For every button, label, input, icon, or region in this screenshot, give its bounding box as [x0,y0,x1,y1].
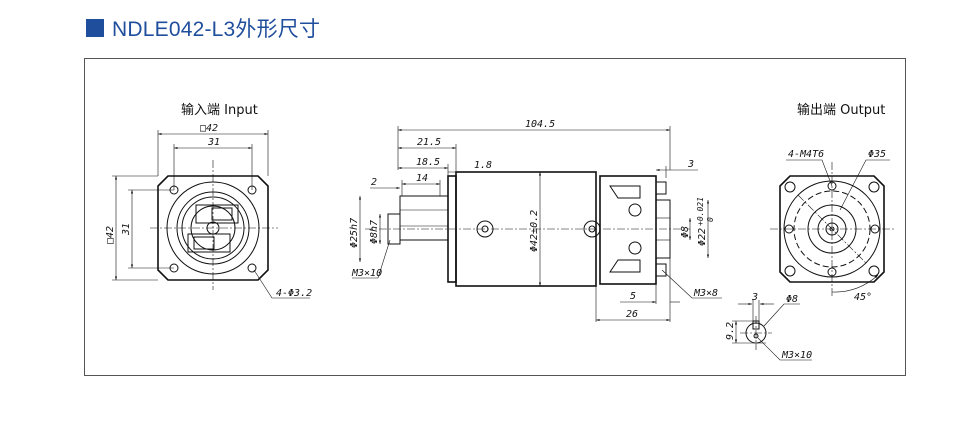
output-shaft [655,199,671,259]
input-view-label: 输入端 Input [181,102,258,118]
output-view: 输出端 Output 4-M4T6 Φ35 45° [770,102,894,303]
dim-25h7: Φ25h7 [349,218,360,248]
input-dim-31-left: 31 [121,223,132,236]
dim-42: Φ42±0.2 [529,210,540,252]
dim-m3x8: M3×8 [693,288,718,299]
dim-18-5: 18.5 [416,157,440,168]
shaft-dim-m3x10: M3×10 [781,350,812,361]
output-dim-35: Φ35 [868,149,886,160]
shaft-dim-8: Φ8 [786,294,798,305]
gearbox-body [455,171,597,287]
dim-22-tol: +0.021 [696,197,705,226]
dim-3: 3 [687,159,694,170]
dim-26: 26 [626,309,638,320]
dim-5: 5 [630,291,636,302]
input-clamp-screw-bottom [193,236,215,250]
output-view-label: 输出端 Output [797,102,885,118]
drawing-frame [84,58,906,376]
input-dim-holes: 4-Φ3.2 [276,288,312,299]
dim-8h7: Φ8h7 [369,220,380,244]
input-flange [157,175,269,281]
side-screw-left [476,220,494,238]
dim-22: Φ22 [697,228,708,246]
shaft-dim-3: 3 [751,292,758,303]
header-square-icon [86,19,104,37]
output-flange-screw-bottom [655,263,667,277]
section-header: NDLE042-L3外形尺寸 [86,12,320,44]
shaft-detail: 3 Φ8 9.2 M3×10 [725,292,812,361]
output-dim-holes: 4-M4T6 [788,149,824,160]
input-dim-42-left: □42 [105,226,116,244]
dim-8: Φ8 [680,226,691,238]
dim-21-5: 21.5 [417,137,441,148]
output-flange [779,175,885,283]
page-title: NDLE042-L3外形尺寸 [112,18,321,41]
dim-2: 2 [371,177,377,188]
dim-1-8: 1.8 [474,160,492,171]
dim-14: 14 [416,173,428,184]
input-dim-31-top: 31 [207,137,220,148]
input-hole-br [247,263,257,273]
input-dim-42-top: □42 [200,123,218,134]
shaft-dim-9-2: 9.2 [725,322,736,340]
side-view: 104.5 21.5 18.5 14 1.8 2 3 Φ25h7 Φ8h7 Φ4… [349,119,722,322]
dim-104-5: 104.5 [525,119,555,130]
output-flange-screw-top [655,181,667,195]
input-clamp-screw-top [211,207,233,221]
output-housing [599,175,657,285]
dim-m3x10-side: M3×10 [351,268,382,279]
input-view: 输入端 Input □42 31 □42 [105,102,312,299]
output-dim-45: 45° [854,292,872,303]
dim-22-tol2: 0 [706,217,715,222]
input-clamp-bottom [187,233,231,253]
input-spigot [399,195,449,241]
